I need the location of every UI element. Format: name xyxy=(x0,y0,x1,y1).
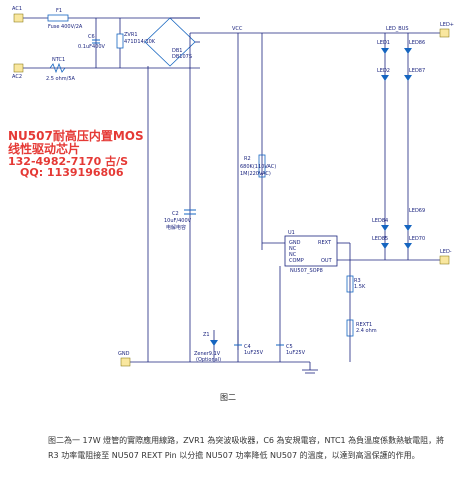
label-led86: LED86 xyxy=(409,40,425,46)
label-vcc: VCC xyxy=(232,26,243,32)
label-zvr: ZVR1 xyxy=(124,32,138,38)
label-led87: LED87 xyxy=(409,68,425,74)
terminal-gnd xyxy=(120,357,131,367)
label-led-bus: LED_BUS xyxy=(386,26,409,32)
label-pin-nc2: NC xyxy=(289,252,297,258)
promo-line-2: 线性驱动芯片 xyxy=(8,142,81,156)
label-r2-val1: 680K(110VAC) xyxy=(240,164,276,170)
label-led1: LED1 xyxy=(377,40,390,46)
terminal-led-plus xyxy=(439,28,450,38)
led-70 xyxy=(404,243,412,249)
resistor-rext xyxy=(346,319,354,337)
label-pin-rext: REXT xyxy=(318,240,332,246)
label-ac1: AC1 xyxy=(12,6,22,12)
label-c4: C4 xyxy=(244,344,251,350)
label-zvr-val: 471D14/10K xyxy=(124,39,156,45)
label-c6: C6 xyxy=(88,34,95,40)
resistor-r3 xyxy=(346,275,354,293)
label-u1-part: NU507_SOP8 xyxy=(290,268,323,274)
label-z1-val: Zener9.1V xyxy=(194,351,221,357)
label-r2: R2 xyxy=(244,156,251,162)
label-ntc-val: 2.5 ohm/5A xyxy=(46,76,76,82)
label-c2: C2 xyxy=(172,211,179,217)
varistor-zvr1 xyxy=(116,33,124,49)
figure-caption: 图二 xyxy=(220,393,236,402)
label-gnd: GND xyxy=(118,351,130,357)
label-led69: LED69 xyxy=(409,208,425,214)
promo-line-1: NU507耐高压内置MOS xyxy=(8,129,144,143)
terminal-ac2 xyxy=(13,63,24,73)
label-led2: LED2 xyxy=(377,68,390,74)
label-c5-val: 1uF25V xyxy=(286,350,306,356)
label-rext-val: 2.4 ohm xyxy=(356,328,377,334)
label-led-minus: LED- xyxy=(440,249,452,255)
label-pin-comp: COMP xyxy=(289,258,304,264)
label-ac2: AC2 xyxy=(12,74,22,80)
label-led84: LED84 xyxy=(372,218,388,224)
label-c2-note: 电解电容 xyxy=(166,224,186,231)
resistor-r2 xyxy=(258,154,266,178)
label-pin-gnd: GND xyxy=(289,240,301,246)
label-c6-val: 0.1uF400V xyxy=(78,44,106,50)
led-85 xyxy=(381,243,389,249)
label-led70: LED70 xyxy=(409,236,425,242)
led-2 xyxy=(381,75,389,81)
label-led-plus: LED+ xyxy=(440,22,454,28)
label-c5: C5 xyxy=(286,344,293,350)
led-1 xyxy=(381,48,389,54)
label-c4-val: 1uF25V xyxy=(244,350,264,356)
label-bridge: DB1 xyxy=(172,48,182,54)
label-c2-val: 10uF/400V xyxy=(164,218,192,224)
label-led85: LED85 xyxy=(372,236,388,242)
label-fuse-val: Fuse 400V/2A xyxy=(48,24,83,30)
label-fuse: F1 xyxy=(56,8,62,14)
label-pin-out: OUT xyxy=(321,258,333,264)
label-bridge-val: DB107S xyxy=(172,54,192,60)
label-r3-val: 1.5K xyxy=(354,284,366,290)
led-69 xyxy=(404,225,412,231)
promo-phone: 132-4982-7170 古/S xyxy=(8,155,129,168)
promo-qq: QQ: 1139196806 xyxy=(20,166,124,179)
fuse-f1 xyxy=(47,14,69,22)
label-rext: REXT1 xyxy=(356,322,372,328)
bridge-rectifier xyxy=(144,17,196,67)
ntc-thermistor xyxy=(49,62,66,74)
label-z1: Z1 xyxy=(203,332,210,338)
terminal-led-minus xyxy=(439,255,450,265)
led-87 xyxy=(404,75,412,81)
led-86 xyxy=(404,48,412,54)
zener-z1 xyxy=(210,340,218,346)
chip-u1 xyxy=(284,235,338,267)
label-u1: U1 xyxy=(288,230,295,236)
label-pin-nc1: NC xyxy=(289,246,297,252)
label-r2-val2: 1M(220VAC) xyxy=(240,171,271,177)
label-ntc: NTC1 xyxy=(52,57,65,63)
label-r3: R3 xyxy=(354,278,361,284)
label-z1-opt: (Optional) xyxy=(196,357,221,363)
led-84 xyxy=(381,225,389,231)
description-text: 图二為一 17W 燈管的實際應用線路，ZVR1 為突波吸收器，C6 為安規電容，… xyxy=(48,436,445,460)
terminal-ac1 xyxy=(13,13,24,23)
